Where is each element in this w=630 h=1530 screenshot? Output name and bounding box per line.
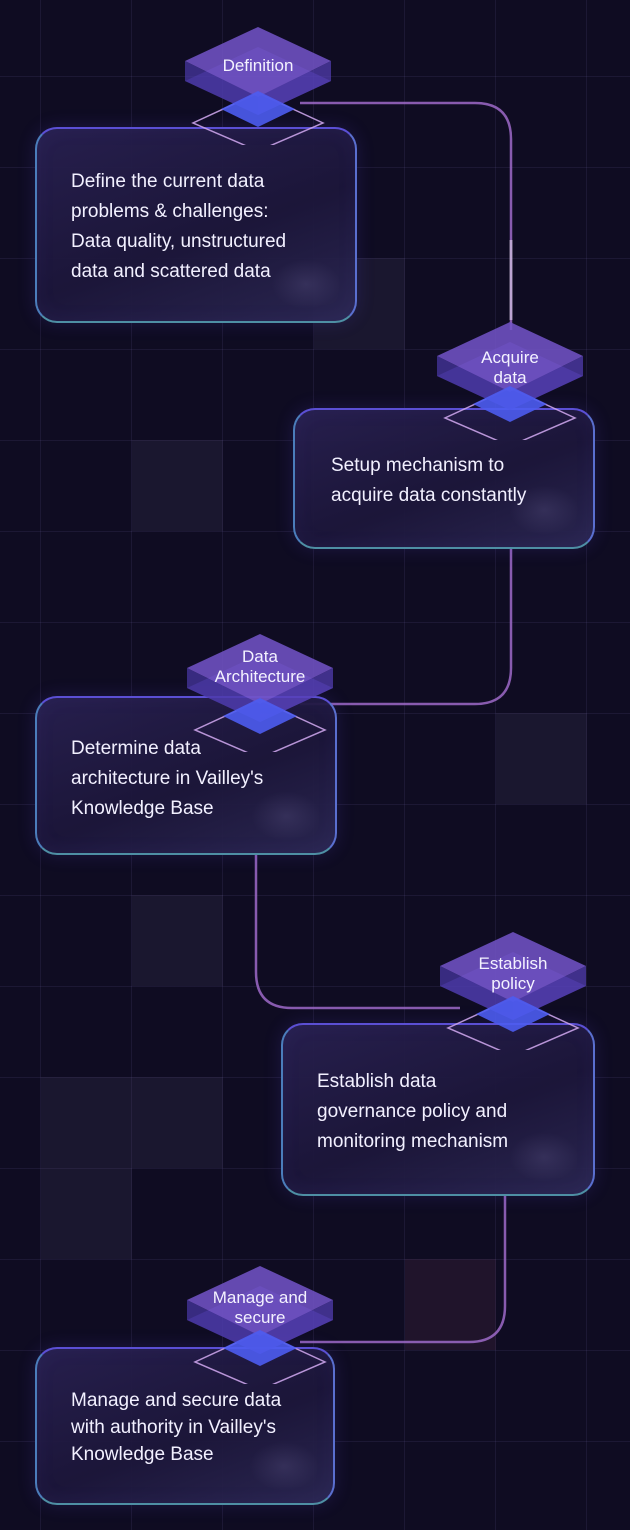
step-badge-establish-policy: Establish policy — [438, 930, 588, 1050]
step-badge-definition: Definition — [183, 25, 333, 145]
step-badge-manage-secure: Manage and secure — [185, 1264, 335, 1384]
connector-4-5 — [300, 1195, 507, 1344]
step-card-manage-secure: Manage and secure data with authority in… — [35, 1347, 335, 1505]
badge-label: Acquire data — [481, 348, 539, 387]
step-description: Setup mechanism to acquire data constant… — [331, 455, 527, 506]
step-description: Determine data architecture in Vailley's… — [71, 738, 264, 819]
step-card-definition: Define the current data problems & chall… — [35, 127, 357, 323]
grid-tile — [496, 713, 587, 804]
step-card-data-architecture: Determine data architecture in Vailley's… — [35, 696, 337, 855]
grid-tile — [41, 1077, 132, 1168]
grid-tile — [132, 895, 223, 986]
diamond-badge-icon — [185, 27, 331, 145]
diamond-badge-icon — [437, 322, 583, 440]
step-description: Establish data governance policy and mon… — [317, 1071, 509, 1152]
grid-tile — [132, 1077, 223, 1168]
step-badge-data-architecture: Data Architecture — [185, 632, 335, 752]
badge-label: Manage and secure — [212, 1288, 308, 1327]
step-description: Define the current data problems & chall… — [71, 171, 287, 282]
diamond-badge-icon — [440, 932, 586, 1050]
badge-label: Data Architecture — [214, 647, 306, 686]
grid-tile — [405, 1259, 496, 1350]
step-badge-acquire-data: Acquire data — [435, 320, 585, 440]
step-card-establish-policy: Establish data governance policy and mon… — [281, 1023, 595, 1196]
grid-tile — [132, 440, 223, 531]
badge-label: Establish policy — [478, 954, 548, 993]
diamond-badge-icon — [187, 1266, 333, 1384]
connector-1-2 — [300, 101, 513, 330]
step-description: Manage and secure data with authority in… — [71, 1390, 282, 1465]
diamond-badge-icon — [187, 634, 333, 752]
grid-tile — [41, 1168, 132, 1259]
connector-3-4 — [254, 853, 460, 1010]
badge-label: Definition — [222, 56, 294, 75]
connector-2-3 — [300, 548, 513, 706]
